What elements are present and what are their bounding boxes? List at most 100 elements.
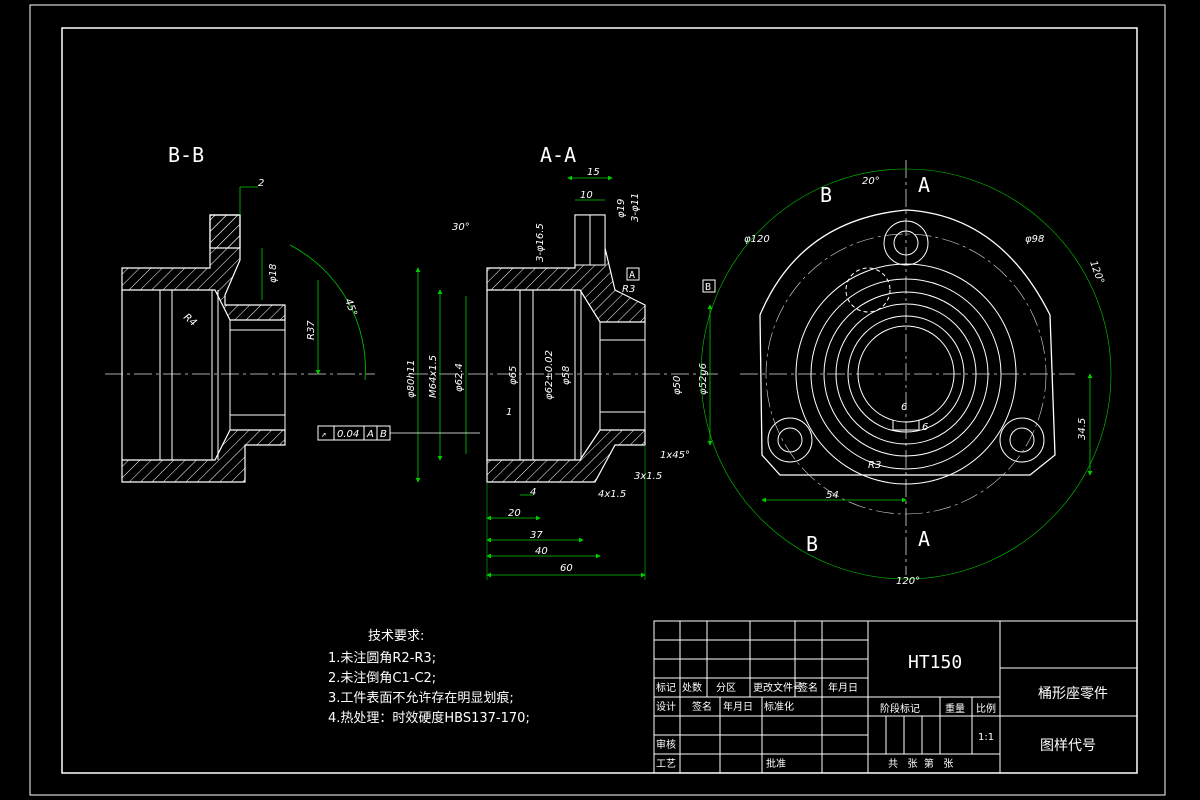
front-dim-120a: 120° [1087,259,1106,285]
front-keyway [892,420,920,431]
tb-approve: 批准 [766,757,786,770]
front-hole-dashed [845,267,891,313]
fcf-ref1: A [366,429,374,440]
tb-r1-2: 分区 [716,682,736,694]
front-dim-r3: R3 [868,460,881,471]
tb-scale: 1:1 [978,732,994,743]
front-dim-345: 34.5 [1077,418,1088,440]
tech-req-2: 2.未注倒角C1-C2; [328,671,436,686]
datum-a: A [629,270,635,281]
fcf-value: 0.04 [337,429,359,440]
tech-req-4: 4.热处理：时效硬度HBS137-170; [328,710,530,726]
aa-dim-phi62: φ62±0.02 [544,350,555,400]
aa-dim-phi58: φ58 [561,366,572,385]
front-circle-5 [847,315,965,433]
datum-b: B [705,282,711,293]
tb-r2-1: 签名 [692,700,712,713]
aa-view-label: A-A [540,143,576,167]
front-dim-6b: 6 [922,422,928,433]
tech-requirements: 技术要求: 1.未注圆角R2-R3; 2.未注倒角C1-C2; 3.工件表面不允… [328,629,530,726]
aa-dim-4x15: 4x1.5 [598,489,626,500]
tb-stage: 阶段标记 [880,702,920,715]
front-circle-3 [823,291,989,457]
bb-dim-45: 45° [342,297,358,317]
front-circle-1 [795,263,1017,485]
aa-dim-phi65: φ65 [508,366,519,385]
aa-dim-m64: M64x1.5 [428,355,439,398]
outer-frame [29,4,1166,796]
datum-b-box [702,279,716,293]
aa-lower-body [486,429,646,483]
aa-dim-phi624: φ62.4 [454,363,465,392]
front-label-a-bottom: A [918,527,930,551]
tech-req-title: 技术要求: [368,629,424,644]
aa-dim-1: 1 [506,407,512,418]
aa-dim-15: 15 [587,167,600,178]
tb-r1-4: 签名 [798,681,818,694]
tb-drawing-no: 图样代号 [1040,738,1096,754]
tb-r2-0: 设计 [656,700,676,713]
aa-dim-small2: φ19 [616,199,627,218]
bb-flange [209,214,241,249]
bb-dim-arc-45 [289,244,366,381]
title-block-text: HT150 桶形座零件 图样代号 标记 处数 分区 更改文件号 签名 年月日 设… [656,652,1108,770]
front-hole-top-outer [883,220,929,266]
aa-dim-holes: 3-φ16.5 [535,223,546,262]
aa-dim-1x45: 1x45° [660,450,690,461]
aa-upper-body [486,214,646,323]
bb-dim-r37: R37 [306,320,317,340]
front-circle-6 [857,325,955,423]
front-label-b-top: B [820,183,832,207]
front-view: B A B A 20° φ120 φ98 120° 120° 54 34.5 R… [700,160,1112,587]
front-outer-arc [700,168,1112,580]
aa-dim-20: 20 [508,508,521,519]
front-hole-top-inner [893,230,919,256]
tb-sheets: 共 张 第 张 [888,757,953,770]
tb-weight: 重量 [945,702,965,715]
bb-dim-2: 2 [258,178,264,189]
front-dim-6a: 6 [901,402,907,413]
tb-review: 审核 [656,738,676,751]
front-dim-54: 54 [826,490,839,501]
front-dim-20: 20° [862,176,880,187]
aa-dim-r3: R3 [622,284,635,295]
fcf-ref2: B [380,429,387,440]
tb-r2-2: 年月日 [723,700,753,713]
front-hole-right-outer [999,417,1045,463]
front-label-a-top: A [918,173,930,197]
feature-control-frame: ↗ 0.04 A B [317,425,480,441]
tech-req-1: 1.未注圆角R2-R3; [328,651,436,666]
bb-dim-r4: R4 [181,312,198,329]
bb-dim-phi18: φ18 [268,264,279,283]
front-dim-phi98: φ98 [1025,234,1044,245]
aa-dim-37: 37 [530,530,543,541]
title-block [653,620,1138,774]
aa-dim-4: 4 [530,487,536,498]
tb-scale-label: 比例 [976,702,996,715]
front-pcd [765,233,1047,515]
section-aa: A-A 15 10 30° 3-φ16.5 3-φ11 φ19 φ80h11 M… [317,143,720,580]
front-hole-right-inner [1009,427,1035,453]
bb-lower-wall [121,429,286,483]
aa-dim-60: 60 [560,563,573,574]
inner-frame [61,27,1138,774]
front-outline [759,209,1056,476]
front-dim-phi120: φ120 [744,234,770,245]
front-circle-2 [810,278,1002,470]
aa-dim-3x15: 3x1.5 [634,471,662,482]
datum-a-box [626,267,640,281]
tb-material: HT150 [908,652,962,673]
tech-req-3: 3.工件表面不允许存在明显划痕; [328,690,514,706]
front-dim-120b: 120° [896,576,920,587]
fcf-symbol: ↗ [321,430,326,440]
tb-r1-5: 年月日 [828,681,858,694]
front-label-b-bottom: B [806,532,818,556]
tb-r1-3: 更改文件号 [753,681,803,694]
tb-process: 工艺 [656,758,676,770]
aa-dim-30: 30° [452,222,470,233]
bb-view-label: B-B [168,143,204,167]
front-hole-left-inner [777,427,803,453]
tb-r1-1: 处数 [682,681,702,694]
fcf-box [317,425,391,441]
